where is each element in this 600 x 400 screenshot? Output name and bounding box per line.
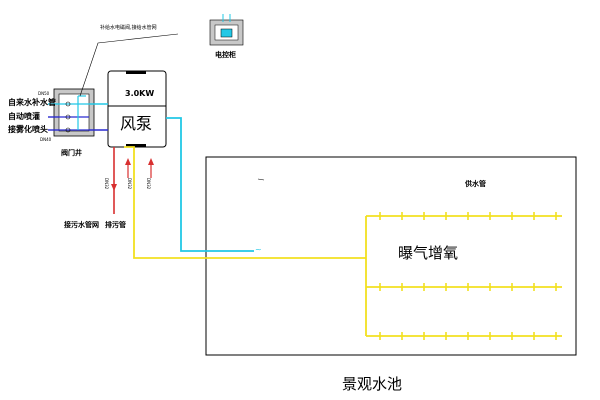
power-label: 3.0KW <box>125 89 155 98</box>
water-supply-pipe-label: 供水管 <box>465 180 486 188</box>
control-cabinet-label: 电控柜 <box>215 51 236 59</box>
pipe-end-tick: ~ <box>255 245 262 254</box>
arrow-drain-2 <box>125 158 131 165</box>
to-sewer-label: 接污水管网 <box>64 221 99 229</box>
pipe-dn50-label: DN50 <box>38 91 50 96</box>
blower-top-tab <box>126 71 146 74</box>
blower-label: 风泵 <box>120 114 153 133</box>
diffusers <box>379 212 557 340</box>
aeration-label: 曝气增氧 <box>398 244 459 262</box>
drain-pipe-label: 排污管 <box>105 221 126 229</box>
valve-1 <box>65 101 71 107</box>
cabinet-core <box>220 28 233 38</box>
arrow-drain-3 <box>148 158 154 165</box>
note-top-label: 补给水电磁阀,接给水管网 <box>100 25 157 31</box>
dash-mark <box>257 178 265 181</box>
supply-in-label: 自来水补水管 <box>8 98 56 107</box>
pipe-dn40-label: DN40 <box>40 137 52 142</box>
pipe-dn32-label-2: DN32 <box>127 178 132 190</box>
note-leader <box>79 33 179 97</box>
pond-label: 景观水池 <box>342 375 403 393</box>
mist-nozzle-label: 接雾化喷头 <box>8 125 48 134</box>
valve-3 <box>65 127 71 133</box>
pond-outline <box>205 156 577 356</box>
blower-bottom-tab <box>126 144 146 147</box>
pipe-cyan-air <box>166 117 254 252</box>
arrow-drain-1 <box>111 184 117 191</box>
valve-well-label: 阀门井 <box>61 149 82 157</box>
auto-spray-label: 自动喷灌 <box>8 112 40 121</box>
pipe-yellow-main <box>124 146 366 259</box>
valve-2 <box>65 114 71 120</box>
pipe-dn32-label-1: DN32 <box>104 178 109 190</box>
blower-box <box>107 70 167 148</box>
valve-well-inner <box>58 93 90 132</box>
pipe-dn32-label-3: DN32 <box>146 178 151 190</box>
